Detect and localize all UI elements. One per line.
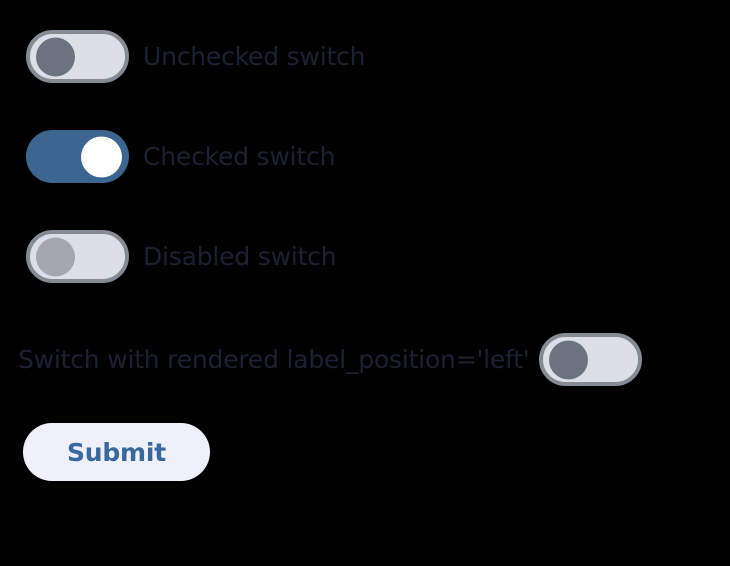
switch-thumb-icon	[548, 340, 588, 379]
disabled-switch-label: Disabled switch	[143, 242, 337, 271]
switch-thumb-icon	[36, 37, 75, 76]
switch-thumb-icon	[36, 237, 75, 276]
switch-row-disabled: Disabled switch	[26, 230, 337, 283]
left-label-switch-toggle[interactable]	[538, 333, 642, 386]
switch-row-left-label: Switch with rendered label_position='lef…	[18, 333, 642, 386]
switch-thumb-icon	[81, 136, 122, 177]
submit-button[interactable]: Submit	[23, 423, 210, 481]
switch-row-unchecked: Unchecked switch	[26, 30, 365, 83]
left-label-switch-label: Switch with rendered label_position='lef…	[18, 345, 530, 374]
unchecked-switch-label: Unchecked switch	[143, 42, 366, 71]
switch-row-checked: Checked switch	[26, 130, 335, 183]
disabled-switch-toggle	[26, 230, 129, 283]
checked-switch-toggle[interactable]	[26, 130, 129, 183]
checked-switch-label: Checked switch	[143, 142, 336, 171]
unchecked-switch-toggle[interactable]	[26, 30, 129, 83]
